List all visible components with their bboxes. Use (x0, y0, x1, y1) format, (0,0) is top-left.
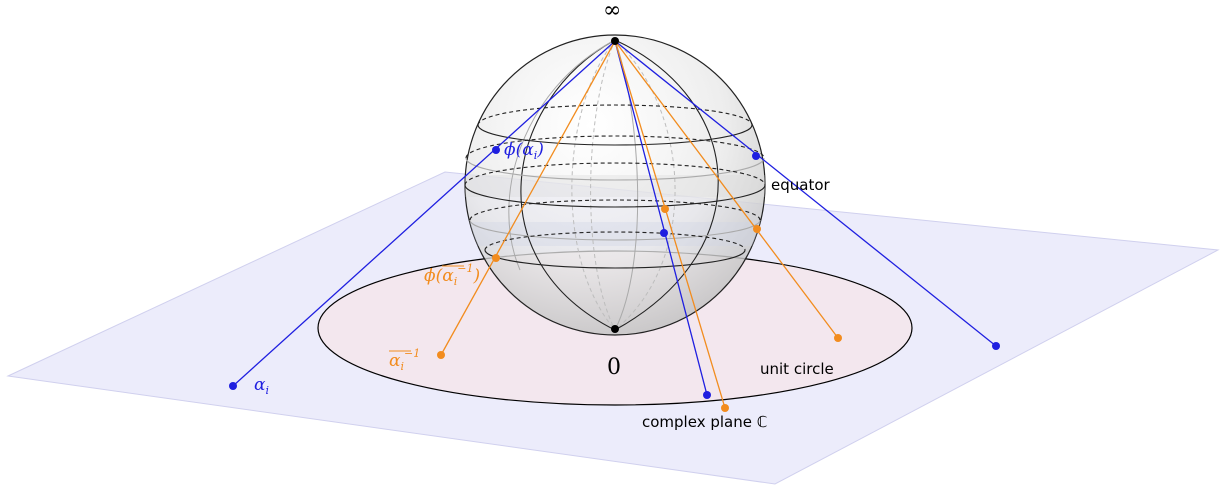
orange-plane-point-2 (721, 404, 729, 412)
alpha-i-point (229, 382, 237, 390)
blue-plane-point-3 (992, 342, 1000, 350)
infinity-label: ∞ (603, 0, 621, 23)
equator-label: equator (771, 176, 831, 194)
blue-projection-lines (232, 40, 997, 396)
blue-sphere-point-3 (752, 152, 760, 160)
north-pole-point (611, 37, 619, 45)
blue-sphere-point-2 (660, 229, 668, 237)
points (229, 37, 1000, 412)
orange-plane-point-3 (834, 334, 842, 342)
blue-plane-point-2 (703, 391, 711, 399)
parallels (464, 104, 766, 269)
phi-alpha-inv-label: ϕ(αi−1) (424, 262, 480, 288)
svg-text:αi−1: αi−1 (389, 347, 420, 373)
alpha-inv-point (437, 351, 445, 359)
phi-alpha-inv-point (492, 254, 500, 262)
phi-alpha-point (492, 146, 500, 154)
unit-circle-label: unit circle (760, 360, 834, 378)
hidden-meridians (571, 39, 676, 331)
zero-label: 0 (607, 355, 621, 380)
alpha-inv-label: αi−1 (389, 347, 420, 373)
phi-alpha-label: ϕ(αi) (504, 140, 544, 162)
svg-text:ϕ(αi−1): ϕ(αi−1) (424, 262, 480, 288)
orange-sphere-point-3 (753, 225, 761, 233)
alpha-i-label: αi (254, 375, 269, 397)
complex-plane-label: complex plane ℂ (642, 413, 767, 431)
south-pole-point (611, 325, 619, 333)
orange-projection-lines (440, 40, 839, 409)
orange-sphere-point-2 (661, 205, 669, 213)
